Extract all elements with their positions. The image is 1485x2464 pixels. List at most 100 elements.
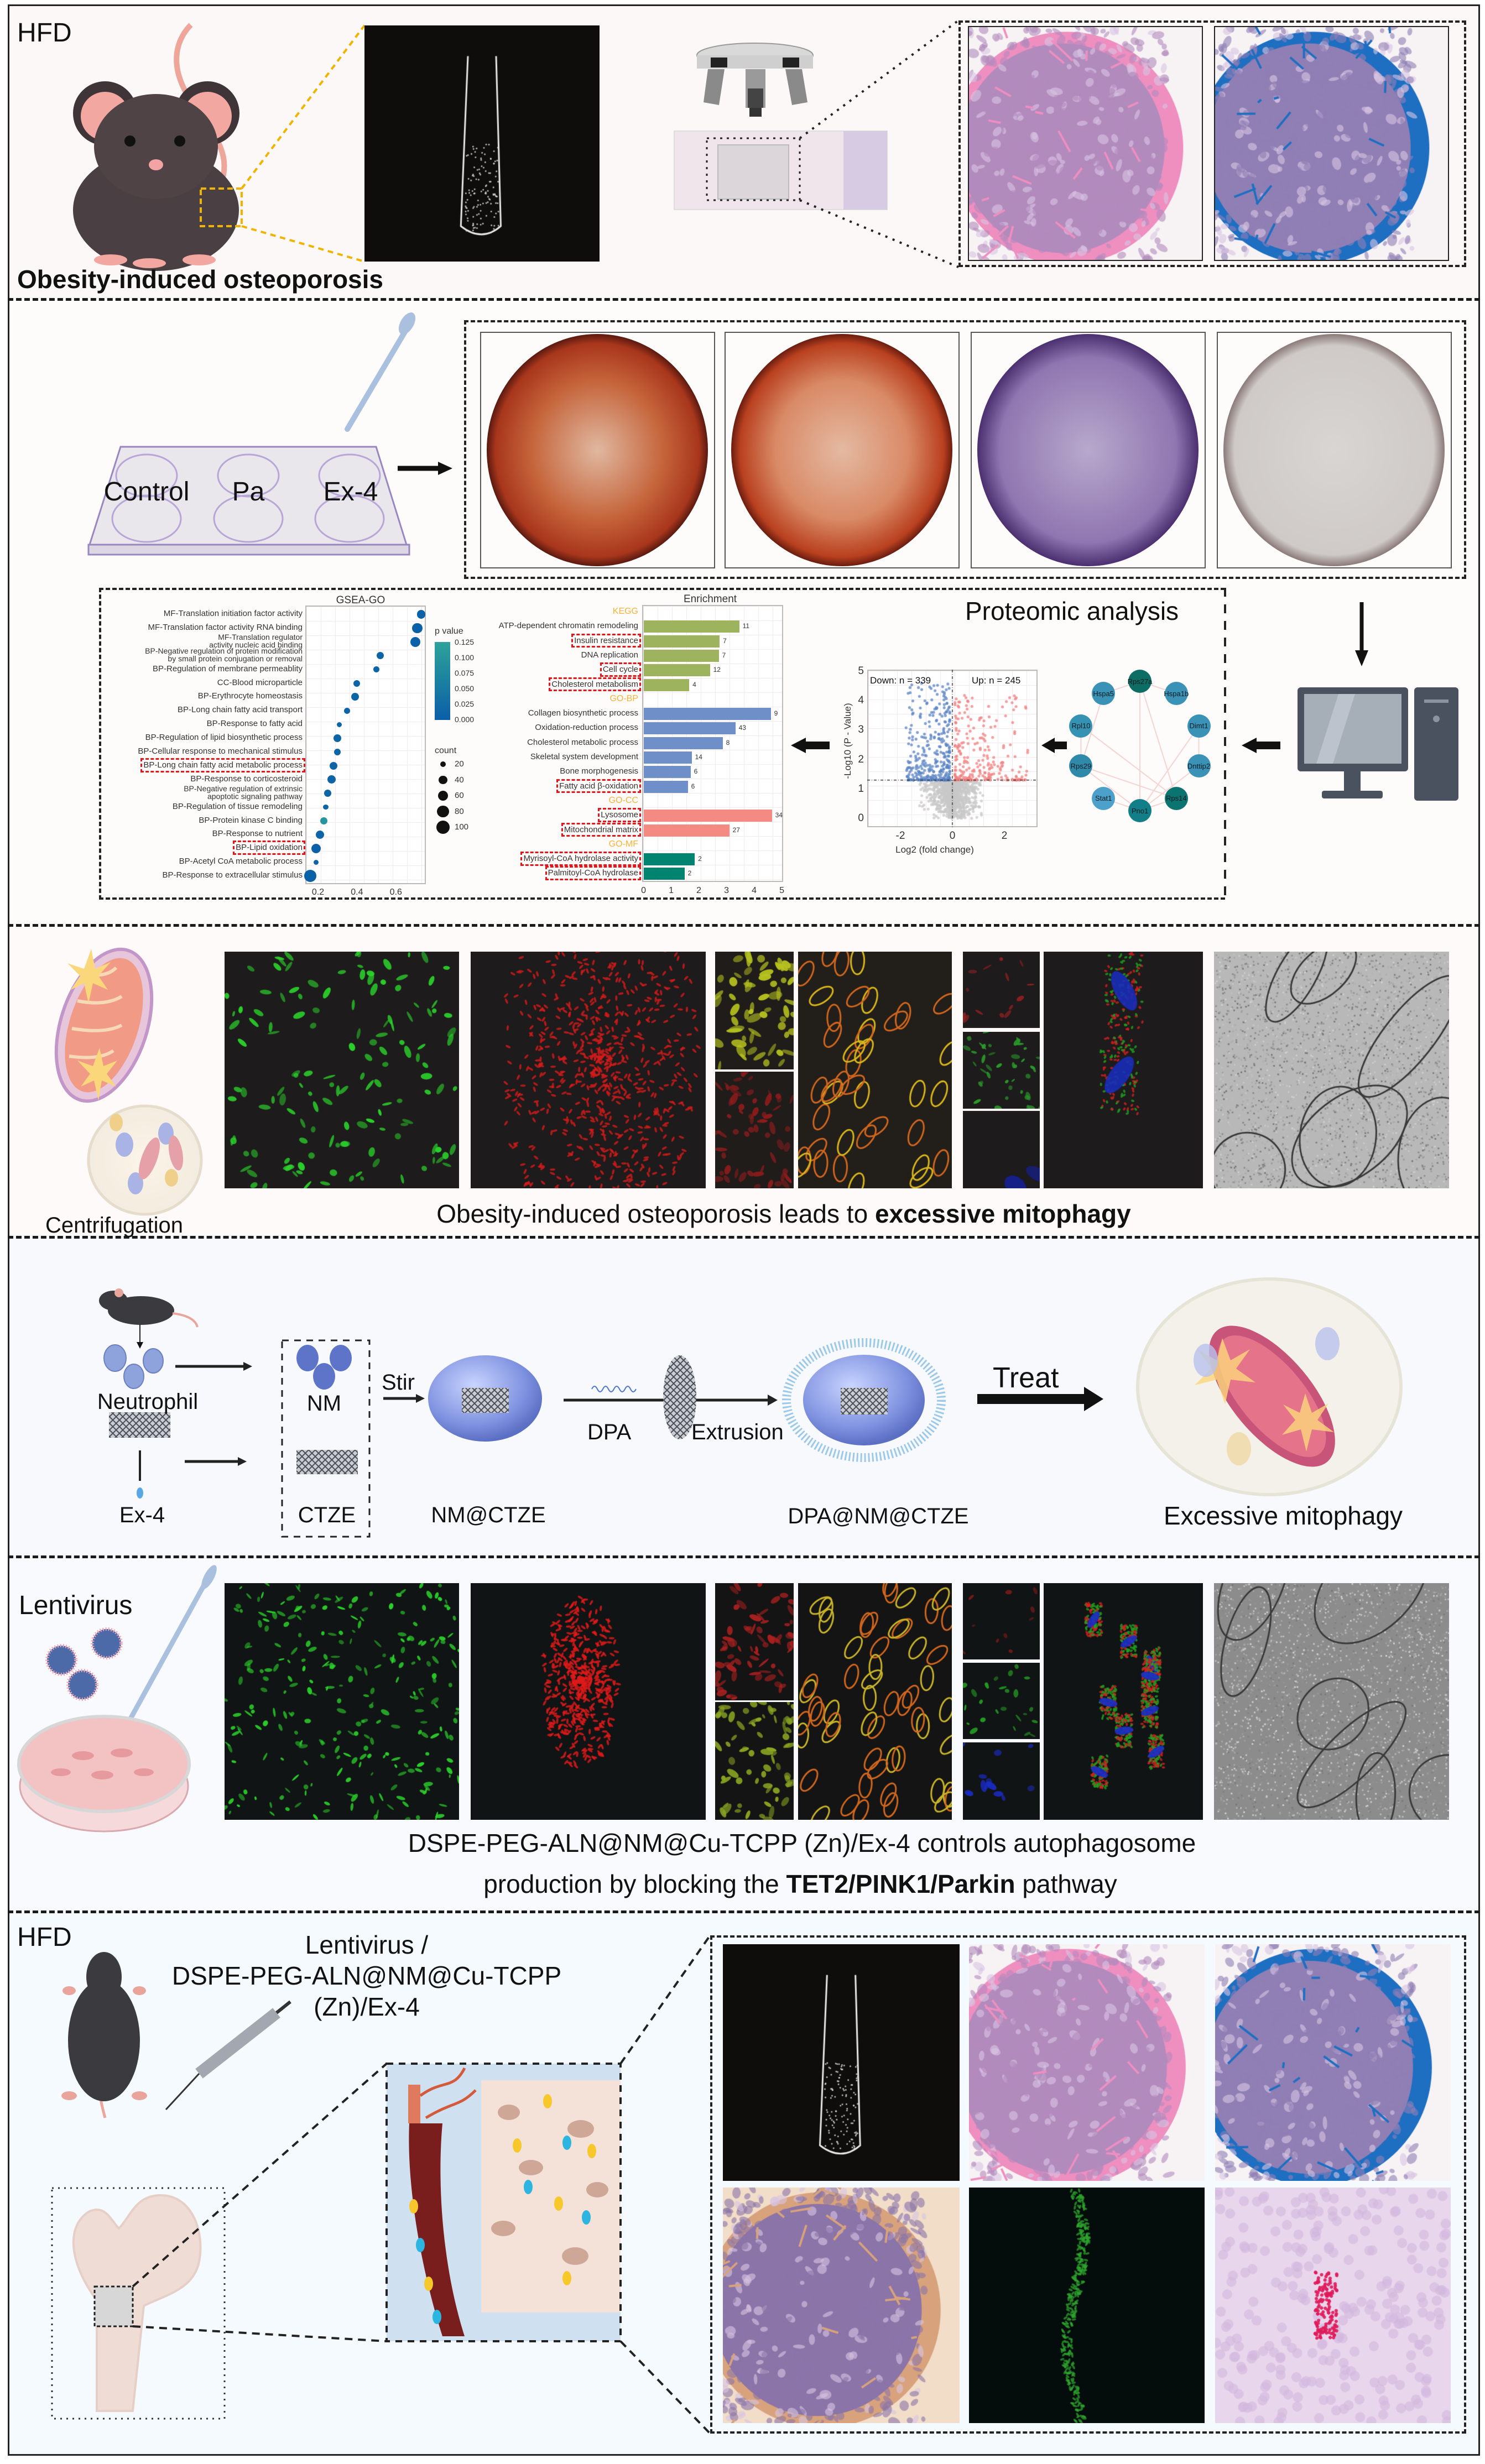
dish-alizarin-control xyxy=(487,334,708,566)
divider xyxy=(8,924,1480,927)
data-point xyxy=(330,761,338,770)
legend-tick: 0.075 xyxy=(455,669,475,677)
row-label: BP-Response to fatty acid xyxy=(206,719,303,729)
femur-illustration xyxy=(72,2194,202,2412)
data-point xyxy=(410,636,421,648)
row-label: BP-Response to corticosteroid xyxy=(190,774,303,784)
data-point xyxy=(315,830,325,839)
glass-slide-icon xyxy=(674,130,888,210)
pipette-icon xyxy=(345,312,416,432)
legend-title: count xyxy=(435,746,457,755)
bar xyxy=(643,620,739,633)
bar-label: Lysosome xyxy=(598,808,641,822)
liver-he-image xyxy=(1215,2188,1451,2423)
microscope-icon xyxy=(696,43,814,117)
micrograph-yellow xyxy=(715,952,794,1069)
bar-count-label: 27 xyxy=(732,826,740,834)
micrograph-red-mitochondria xyxy=(471,952,706,1188)
extrusion-label: Extrusion xyxy=(691,1420,784,1444)
mitochondrion-illustration xyxy=(54,947,154,1103)
row-label: BP-Negative regulation of extrinsic apop… xyxy=(184,784,303,801)
lentivirus-label: Lentivirus xyxy=(19,1591,133,1620)
y-tick-label: 3 xyxy=(858,724,864,736)
micrograph-yellow xyxy=(715,1702,794,1820)
micrograph-green-small xyxy=(963,1663,1040,1739)
x-tick-label: 3 xyxy=(724,886,730,895)
caption-bold: TET2/PINK1/Parkin xyxy=(786,1870,1015,1898)
micrograph-red-mitochondria xyxy=(471,1583,706,1820)
caption-text: production by blocking the xyxy=(483,1870,786,1898)
group-label: GO-CC xyxy=(608,795,638,805)
well-plate-icon xyxy=(87,446,410,556)
bar-label: Mitochondrial matrix xyxy=(561,822,642,837)
bar-count-label: 7 xyxy=(723,636,727,645)
bar-label: Bone morphogenesis xyxy=(560,766,638,776)
nm-vesicle-icons xyxy=(296,1345,352,1390)
x-tick-label: -2 xyxy=(895,830,905,842)
bar xyxy=(643,824,730,837)
x-tick-label: 4 xyxy=(752,886,757,895)
dish-frame xyxy=(971,332,1206,568)
lentivirus-caption-line1: DSPE-PEG-ALN@NM@Cu-TCPP (Zn)/Ex-4 contro… xyxy=(408,1829,1196,1857)
network-node: Hspa5 xyxy=(1092,682,1116,706)
legend-dot xyxy=(436,821,450,834)
bar-count-label: 6 xyxy=(694,768,698,776)
micrograph-dapi xyxy=(963,1111,1040,1188)
dpa-polymer-icon xyxy=(591,1386,637,1392)
bar-label: Cell cycle xyxy=(600,662,642,677)
y-tick-label: 0 xyxy=(858,812,864,824)
bar-label: Cholesterol metabolism xyxy=(549,677,641,692)
color-bar xyxy=(435,642,450,720)
group-label: GO-BP xyxy=(609,693,638,703)
bar-count-label: 2 xyxy=(687,869,692,878)
legend-dot xyxy=(437,790,449,801)
bar-count-label: 4 xyxy=(692,680,696,688)
ex4-drop-icon xyxy=(137,1487,143,1499)
neutrophil-label: Neutrophil xyxy=(97,1390,199,1414)
ctze-sheet-icon xyxy=(109,1412,170,1438)
x-tick-label: 2 xyxy=(696,886,702,895)
x-tick-label: 5 xyxy=(779,886,785,895)
bar-count-label: 14 xyxy=(695,753,702,761)
nm-label: NM xyxy=(306,1391,342,1416)
arrow-right-icon xyxy=(175,1362,252,1371)
row-label: BP-Negative regulation of protein modifi… xyxy=(145,646,303,664)
bar xyxy=(643,853,695,866)
data-point xyxy=(353,680,361,687)
components-box xyxy=(281,1339,371,1538)
row-label: BP-Long chain fatty acid metabolic proce… xyxy=(140,758,305,772)
arrow-left-icon xyxy=(791,738,830,753)
micrograph-merged-nuclei xyxy=(1044,1583,1203,1820)
data-point xyxy=(324,790,331,797)
zoom-line xyxy=(619,1934,711,2065)
network-node: Dnttip2 xyxy=(1187,754,1211,778)
bar-count-label: 8 xyxy=(726,738,730,746)
bar xyxy=(643,810,772,822)
mitophagy-caption: Obesity-induced osteoporosis leads to ex… xyxy=(436,1201,1130,1226)
zoom-line xyxy=(799,19,960,139)
network-node: Dimt1 xyxy=(1187,714,1211,738)
bar xyxy=(643,678,690,691)
dish-frame xyxy=(725,332,960,568)
network-node: Rps27a xyxy=(1128,670,1152,693)
annotation-down: Down: n = 339 xyxy=(870,675,931,686)
legend-tick: 0.100 xyxy=(455,653,475,662)
bar-label: Insulin resistance xyxy=(571,633,641,648)
ihc-stain-image xyxy=(723,2188,960,2423)
legend-tick: 60 xyxy=(455,791,464,800)
arrow-right-icon xyxy=(977,1387,1103,1411)
masson-stain-image xyxy=(1214,26,1449,261)
network-node: Stat1 xyxy=(1092,786,1116,810)
excessive-mitophagy-label: Excessive mitophagy xyxy=(1163,1501,1403,1530)
annotation-up: Up: n = 245 xyxy=(972,675,1021,686)
legend-tick: 0.125 xyxy=(455,638,475,646)
data-point xyxy=(311,843,321,853)
chart-title: GSEA-GO xyxy=(336,594,385,606)
data-point xyxy=(320,817,328,825)
bar-label: DNA replication xyxy=(581,650,638,660)
arrow-right-icon xyxy=(185,1457,247,1466)
proteomic-analysis-title: Proteomic analysis xyxy=(965,597,1179,625)
row-label: MF-Translation initiation factor activit… xyxy=(163,609,303,618)
zoom-region-box xyxy=(93,2285,134,2327)
row-label: CC-Blood microparticle xyxy=(217,677,303,687)
